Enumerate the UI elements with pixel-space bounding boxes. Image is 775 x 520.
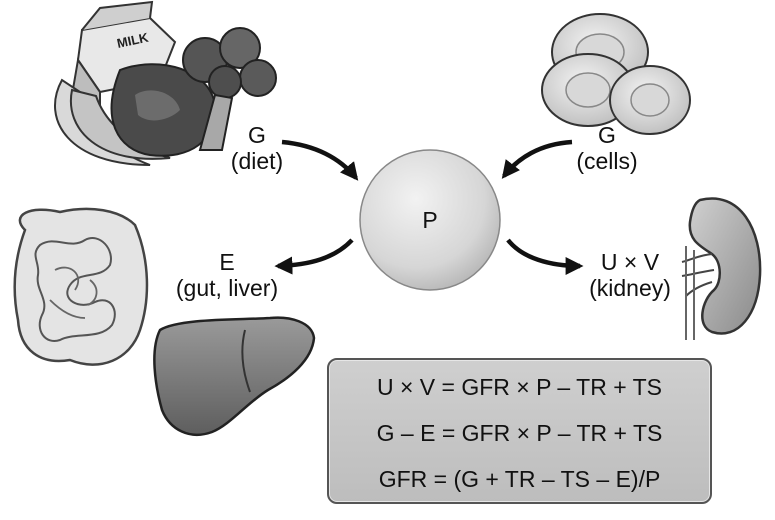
arrow-cells-to-plasma [501, 139, 573, 179]
kidney-label: U × V (kidney) [575, 249, 685, 301]
gut-liver-symbol: E [219, 249, 235, 275]
arrow-diet-to-plasma [281, 139, 359, 181]
arrow-plasma-to-gut [274, 238, 354, 275]
cells-sub: (cells) [576, 148, 638, 174]
plasma-sphere [359, 149, 501, 291]
red-blood-cells-illustration [541, 13, 691, 135]
gut-liver-sub: (gut, liver) [175, 275, 279, 301]
liver-illustration [153, 316, 316, 437]
diet-symbol: G [248, 122, 266, 148]
cells-label: G (cells) [557, 122, 657, 174]
equation-1: U × V = GFR × P – TR + TS [376, 374, 663, 400]
cells-symbol: G [598, 122, 616, 148]
kidney-symbol: U × V [600, 249, 660, 275]
intestine-illustration [13, 207, 149, 366]
banana-bunch [54, 78, 171, 166]
diet-sub: (diet) [230, 148, 284, 174]
plasma-label: P [422, 207, 438, 233]
diet-label: G (diet) [207, 122, 307, 174]
meat-steak [110, 63, 217, 157]
broccoli [182, 27, 277, 151]
equation-3: GFR = (G + TR – TS – E)/P [378, 466, 661, 492]
equation-box: U × V = GFR × P – TR + TS G – E = GFR × … [327, 358, 712, 504]
milk-label: MILK [116, 30, 151, 51]
equation-2: G – E = GFR × P – TR + TS [376, 420, 663, 446]
kidney-illustration [681, 197, 762, 340]
arrow-plasma-to-kidney [506, 238, 584, 275]
gut-liver-label: E (gut, liver) [157, 249, 297, 301]
food-illustration: MILK [54, 0, 277, 166]
kidney-sub: (kidney) [589, 275, 671, 301]
